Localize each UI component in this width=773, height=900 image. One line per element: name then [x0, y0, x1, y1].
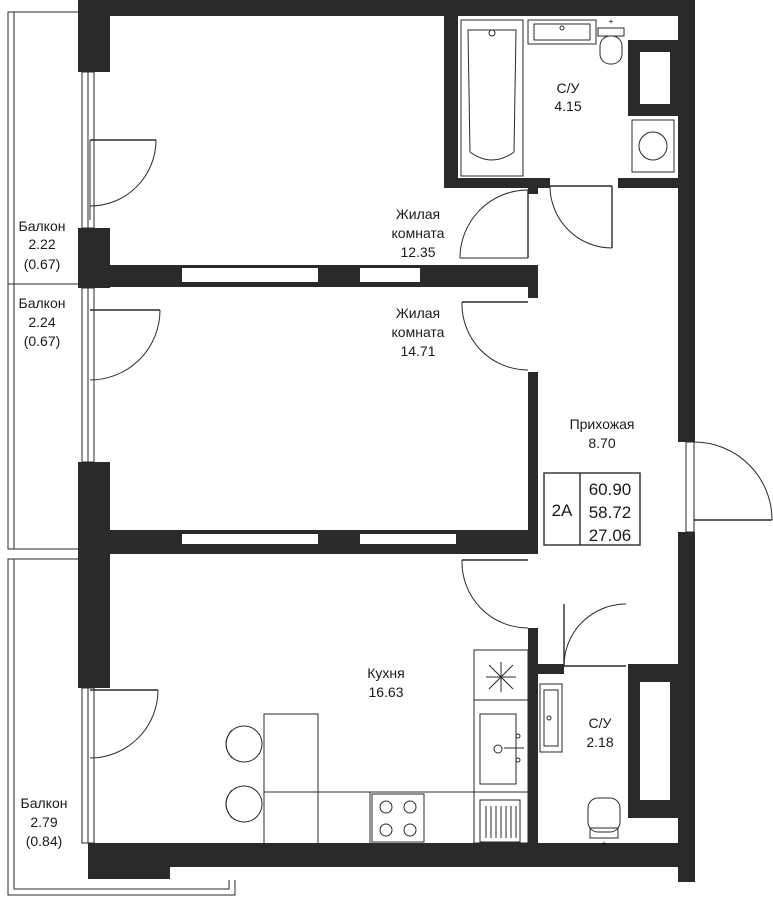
label-living-2: Жилая комната 14.71 — [392, 305, 445, 359]
toilet-icon-2: + — [587, 797, 621, 848]
label-balcony-top: Балкон 2.22 (0.67) — [19, 218, 66, 272]
label-balcony-bottom: Балкон 2.79 (0.84) — [21, 795, 68, 849]
summary-box: 2А 60.90 58.72 27.06 — [543, 472, 641, 546]
balcony-outlines — [7, 11, 236, 896]
label-living-1: Жилая комната 12.35 — [392, 206, 445, 260]
room-name: Кухня — [367, 665, 404, 681]
room-area: 12.35 — [400, 244, 435, 260]
room-area: 4.15 — [554, 98, 581, 114]
svg-text:+: + — [609, 17, 614, 26]
label-bathroom-2: С/У 2.18 — [586, 715, 613, 750]
dining-table — [263, 713, 319, 845]
label-balcony-mid: Балкон 2.24 (0.67) — [19, 295, 66, 349]
room-area: 2.79 — [30, 814, 57, 830]
kitchen-sink-icon — [479, 713, 524, 785]
room-name: Прихожая — [570, 416, 635, 432]
room-area: 8.70 — [588, 435, 615, 451]
room-name: Балкон — [19, 218, 66, 234]
room-name: Жилая — [396, 206, 440, 222]
windows — [81, 71, 695, 844]
sink-icon — [527, 19, 597, 45]
room-area-coef: (0.67) — [24, 256, 61, 272]
label-bathroom-1: С/У 4.15 — [554, 80, 581, 114]
room-name: комната — [392, 225, 445, 241]
total-area: 60.90 — [589, 480, 632, 499]
doors — [89, 139, 773, 759]
room-area: 14.71 — [400, 343, 435, 359]
room-name: Жилая — [396, 305, 440, 321]
room-area: 16.63 — [368, 684, 403, 700]
room-name: С/У — [557, 80, 580, 96]
dishwasher-icon — [479, 799, 521, 843]
room-area-coef: (0.67) — [24, 333, 61, 349]
hood-icon — [486, 662, 516, 692]
room-area-coef: (0.84) — [26, 833, 63, 849]
room-area: 2.22 — [28, 236, 55, 252]
living-area: 27.06 — [589, 526, 632, 545]
area-excl-balcony: 58.72 — [589, 503, 632, 522]
room-name: С/У — [589, 715, 612, 731]
label-hallway: Прихожая 8.70 — [570, 416, 635, 451]
stove-icon — [371, 793, 425, 843]
wall-cutouts — [182, 52, 670, 800]
svg-text:+: + — [602, 839, 607, 848]
apartment-type: 2А — [552, 501, 573, 520]
room-name: Балкон — [21, 795, 68, 811]
bathtub-icon — [460, 19, 524, 177]
room-area: 2.18 — [586, 734, 613, 750]
sink-icon-2 — [539, 683, 563, 753]
room-name: Балкон — [19, 295, 66, 311]
chair-icon — [225, 725, 263, 823]
room-area: 2.24 — [28, 314, 55, 330]
washing-machine-icon — [631, 119, 675, 173]
toilet-icon: + — [597, 17, 625, 65]
room-name: комната — [392, 324, 445, 340]
label-kitchen: Кухня 16.63 — [367, 665, 404, 700]
